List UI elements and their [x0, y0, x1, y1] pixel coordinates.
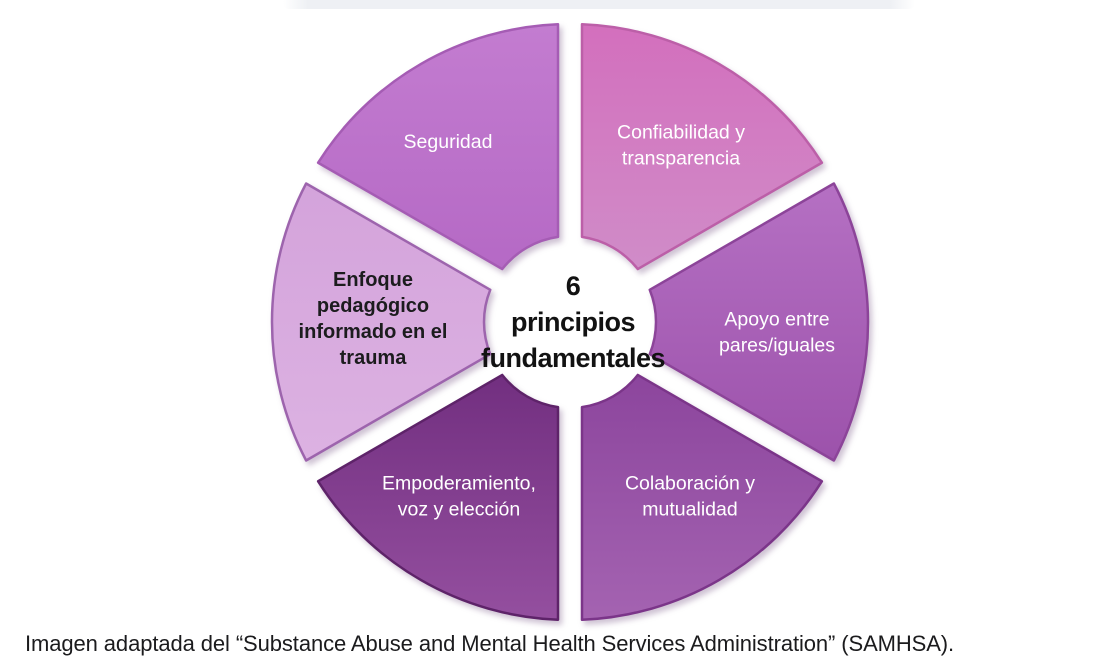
- center-title: 6 principios fundamentales: [480, 271, 666, 373]
- wedge-colaboracion-mutualidad: [580, 373, 824, 622]
- wedge-enfoque-pedagogico-trauma: [270, 182, 492, 462]
- wedge-confiabilidad-transparencia: [580, 22, 824, 271]
- wedge-apoyo-pares-iguales: [648, 182, 870, 462]
- wedge-seguridad: [316, 22, 560, 271]
- source-caption: Imagen adaptada del “Substance Abuse and…: [25, 631, 955, 656]
- wedge-empoderamiento-voz-eleccion: [316, 373, 560, 622]
- top-gray-band: [283, 0, 915, 9]
